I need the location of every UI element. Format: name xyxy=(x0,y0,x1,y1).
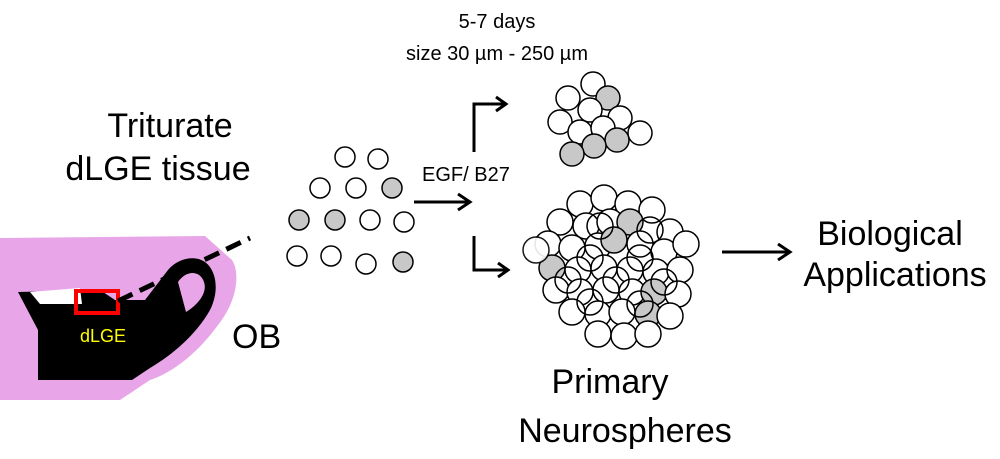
branch-down-arrow xyxy=(472,236,511,279)
dashed-pointer-line xyxy=(116,235,252,304)
cell xyxy=(324,209,346,231)
brain-section: dLGE xyxy=(0,236,237,400)
cell xyxy=(381,177,403,199)
bio-label-line1: Biological xyxy=(817,215,963,253)
cell xyxy=(286,245,308,267)
main-arrow xyxy=(414,192,473,212)
triturate-title-line1: Triturate xyxy=(107,107,232,145)
branch-up-arrow xyxy=(472,95,509,152)
small-neurosphere xyxy=(547,71,653,167)
cell xyxy=(393,211,415,233)
cell xyxy=(359,209,381,231)
primary-label-line1: Primary xyxy=(551,363,668,401)
size-label: size 30 µm - 250 µm xyxy=(406,43,588,65)
primary-label-line2: Neurospheres xyxy=(518,412,732,450)
applications-arrow xyxy=(722,242,793,262)
cell xyxy=(355,253,377,275)
primary-neurosphere xyxy=(522,184,700,350)
cell xyxy=(334,146,356,168)
tissue-pink-fold xyxy=(178,273,205,312)
tissue-black-core xyxy=(18,258,216,380)
factors-label: EGF/ B27 xyxy=(422,164,510,186)
cell xyxy=(320,245,342,267)
dissociated-cells xyxy=(286,146,415,275)
cell xyxy=(345,177,367,199)
cell xyxy=(309,177,331,199)
dlge-region-label: dLGE xyxy=(80,326,126,346)
cell xyxy=(392,251,414,273)
cell xyxy=(288,209,310,231)
dlge-highlight-box xyxy=(74,289,120,315)
ob-label: OB xyxy=(232,318,281,356)
ventricle-white xyxy=(30,288,82,304)
cell xyxy=(367,148,389,170)
bio-label-line2: Applications xyxy=(803,256,986,294)
time-label: 5-7 days xyxy=(459,11,536,33)
triturate-title-line2: dLGE tissue xyxy=(65,150,250,188)
